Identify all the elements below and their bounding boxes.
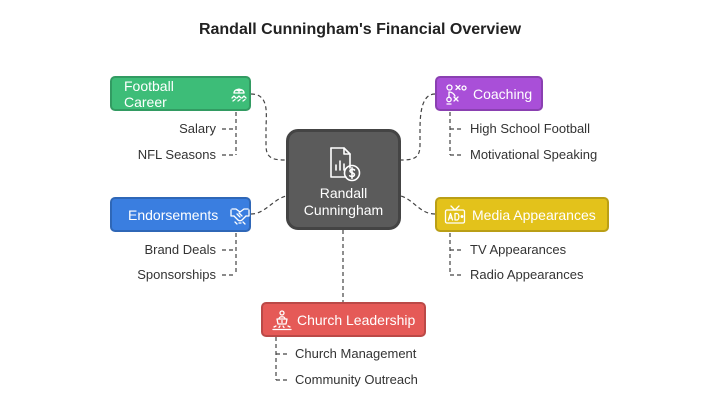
leaf-community-outreach: Community Outreach	[295, 372, 418, 387]
financial-document-icon	[328, 146, 362, 187]
connector-coaching-leaves	[449, 112, 464, 156]
connector-church-leaves	[275, 337, 290, 381]
speaker-podium-icon	[271, 309, 293, 331]
handshake-icon	[229, 205, 251, 225]
endorsements-label: Endorsements	[128, 206, 219, 223]
leaf-tv-appearances: TV Appearances	[470, 242, 567, 257]
football-career-node: Football Career	[110, 76, 251, 111]
endorsements-node: Endorsements	[110, 197, 251, 232]
leaf-nfl-seasons: NFL Seasons	[137, 147, 216, 162]
connector-endorsements-leaves	[222, 233, 237, 276]
leaf-salary: Salary	[179, 121, 216, 136]
church-leadership-node: Church Leadership	[261, 302, 426, 337]
connector-media-leaves	[449, 233, 464, 276]
connector-football-leaves	[222, 112, 237, 156]
center-label: Randall Cunningham	[289, 185, 398, 219]
connector-media	[400, 195, 436, 215]
connector-coaching	[400, 93, 436, 161]
coaching-node: Coaching	[435, 76, 543, 111]
leaf-sponsorships: Sponsorships	[137, 267, 216, 282]
center-label-line2: Cunningham	[303, 202, 384, 218]
connector-football-career	[250, 93, 287, 161]
media-appearances-node: Media Appearances	[435, 197, 609, 232]
connector-endorsements	[250, 195, 287, 215]
media-appearances-label: Media Appearances	[472, 206, 596, 223]
center-node: Randall Cunningham	[286, 129, 401, 230]
center-label-line1: Randall	[319, 185, 368, 201]
tv-ad-icon	[444, 204, 466, 226]
coaching-label: Coaching	[473, 85, 533, 102]
leaf-church-management: Church Management	[295, 346, 417, 361]
church-leadership-label: Church Leadership	[297, 311, 416, 328]
strategy-playbook-icon	[445, 83, 467, 105]
leaf-radio-appearances: Radio Appearances	[470, 267, 584, 282]
leaf-motivational-speaking: Motivational Speaking	[470, 147, 598, 162]
football-team-icon	[229, 84, 249, 104]
diagram-title: Randall Cunningham's Financial Overview	[198, 21, 522, 38]
leaf-brand-deals: Brand Deals	[144, 242, 216, 257]
leaf-high-school-football: High School Football	[470, 121, 590, 136]
football-career-label: Football Career	[124, 77, 174, 110]
